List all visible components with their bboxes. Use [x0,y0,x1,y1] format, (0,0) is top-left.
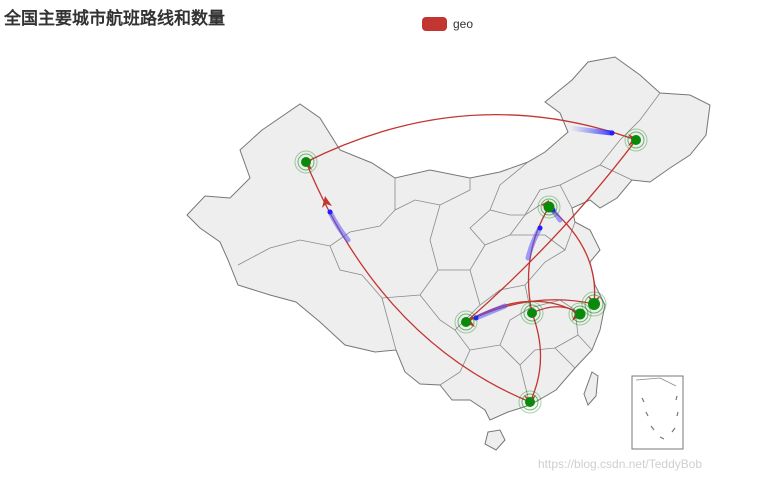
route-line [529,312,542,403]
city-marker [581,291,607,317]
province-borders [237,92,661,406]
legend-item-geo[interactable]: geo [422,17,473,31]
trail-effect [327,209,351,243]
south-china-sea-inset [631,375,684,450]
city-marker [568,302,592,326]
trail-head [327,209,333,215]
route-trails [327,125,615,321]
route-line [465,139,637,323]
city-marker [454,310,478,334]
china-landmass [186,56,711,451]
trail-head [537,225,543,231]
legend-label: geo [453,17,474,31]
city-marker [520,301,544,325]
city-marker [294,150,318,174]
watermark-text: https://blog.csdn.net/TeddyBob [538,457,703,471]
map-title: 全国主要城市航班路线和数量 [4,9,225,29]
route-line [305,161,531,403]
city-marker [537,195,561,219]
city-marker [518,390,542,414]
city-markers [294,128,648,414]
legend-swatch [422,17,447,31]
arrow-head-icon [322,196,332,208]
trail-head [473,315,479,321]
trail-head [609,130,615,136]
trail-effect [567,125,615,136]
trail-effect [473,303,508,321]
trail-effect [525,225,543,261]
route-line [305,113,637,163]
city-marker [624,128,648,152]
